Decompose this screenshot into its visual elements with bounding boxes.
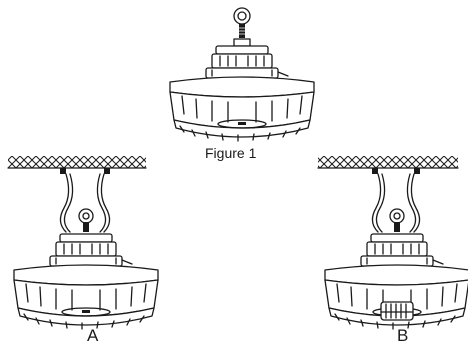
figure1-fixture bbox=[169, 7, 315, 142]
sensor-module-icon bbox=[380, 301, 414, 321]
ceiling-mount-icon bbox=[7, 156, 147, 174]
figure1-caption: Figure 1 bbox=[205, 145, 257, 161]
eye-bolt-icon bbox=[233, 7, 251, 38]
figure-b-caption: B bbox=[397, 326, 409, 345]
figure-a bbox=[7, 156, 159, 330]
figure-b bbox=[317, 156, 468, 330]
figure-a-caption: A bbox=[87, 326, 99, 345]
fixture-a bbox=[13, 233, 159, 330]
high-bay-light-icon bbox=[169, 45, 315, 142]
